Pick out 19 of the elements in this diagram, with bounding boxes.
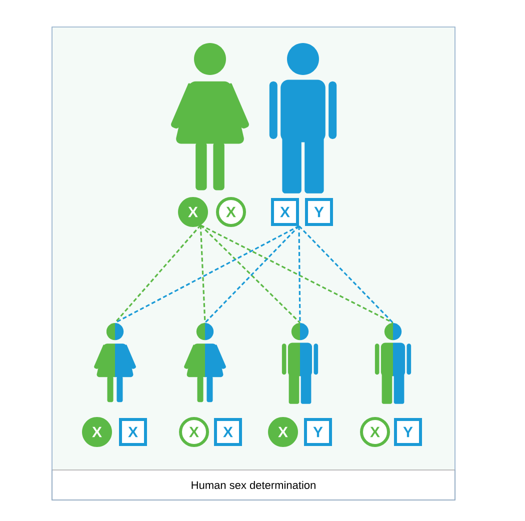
dashed-line	[200, 225, 206, 323]
dashed-line	[114, 225, 300, 324]
man-figure	[282, 323, 318, 404]
woman-figure	[184, 323, 226, 402]
dashed-line	[200, 224, 394, 324]
chromosome-box: Y	[394, 418, 422, 446]
dashed-line	[114, 224, 202, 324]
man-figure	[269, 43, 337, 194]
chromosome-box: X	[214, 418, 242, 446]
caption-box: Human sex determination	[52, 470, 456, 500]
dashed-line	[298, 226, 301, 323]
chromosome-box: Y	[305, 198, 333, 226]
woman-figure	[94, 323, 136, 402]
man-figure	[374, 323, 412, 404]
chromosome-box: Y	[304, 418, 332, 446]
chromosome-box: X	[271, 198, 299, 226]
woman-figure	[171, 43, 249, 190]
chromosome-box: X	[119, 418, 147, 446]
dashed-line	[298, 225, 394, 324]
